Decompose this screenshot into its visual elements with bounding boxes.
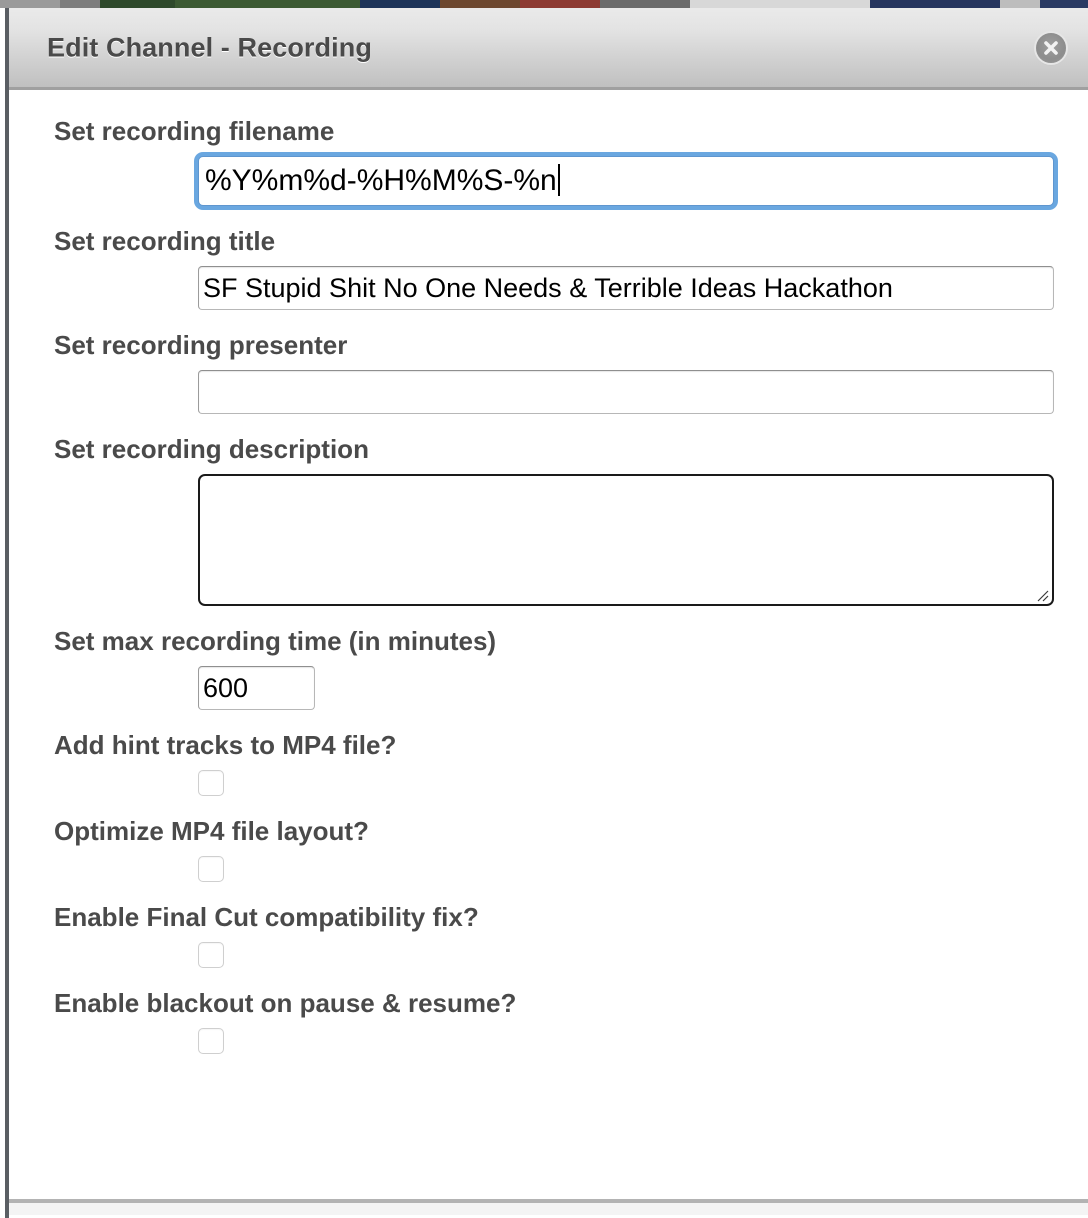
recording-settings-form: Set recording filename %Y%m%d-%H%M%S-%n … — [9, 90, 1088, 1215]
edit-channel-recording-dialog: Edit Channel - Recording Set recording f… — [5, 8, 1088, 1218]
label-recording-filename: Set recording filename — [54, 116, 335, 146]
label-optimize-mp4-layout: Optimize MP4 file layout? — [54, 816, 369, 846]
dialog-titlebar: Edit Channel - Recording — [9, 8, 1088, 90]
max-recording-time-input[interactable]: 600 — [198, 666, 315, 710]
recording-filename-value: %Y%m%d-%H%M%S-%n — [205, 164, 557, 197]
dialog-title: Edit Channel - Recording — [47, 32, 372, 62]
label-recording-description: Set recording description — [54, 434, 369, 464]
resize-grip-icon[interactable] — [1035, 588, 1049, 602]
label-recording-title: Set recording title — [54, 226, 276, 256]
page-backdrop — [0, 0, 1088, 8]
recording-presenter-input[interactable] — [198, 370, 1054, 414]
label-max-recording-time: Set max recording time (in minutes) — [54, 626, 497, 656]
recording-description-textarea[interactable] — [198, 474, 1054, 606]
label-recording-presenter: Set recording presenter — [54, 330, 348, 360]
recording-title-value: SF Stupid Shit No One Needs & Terrible I… — [203, 273, 893, 303]
label-final-cut-compatibility: Enable Final Cut compatibility fix? — [54, 902, 479, 932]
dialog-footer-divider — [9, 1199, 1088, 1215]
optimize-mp4-layout-checkbox[interactable] — [198, 856, 224, 882]
label-blackout-pause-resume: Enable blackout on pause & resume? — [54, 988, 517, 1018]
text-caret — [557, 164, 560, 196]
recording-title-input[interactable]: SF Stupid Shit No One Needs & Terrible I… — [198, 266, 1054, 310]
close-icon[interactable] — [1036, 32, 1066, 63]
recording-filename-input[interactable]: %Y%m%d-%H%M%S-%n — [198, 156, 1054, 206]
blackout-pause-resume-checkbox[interactable] — [198, 1028, 224, 1054]
add-hint-tracks-checkbox[interactable] — [198, 770, 224, 796]
label-add-hint-tracks: Add hint tracks to MP4 file? — [54, 730, 397, 760]
final-cut-compatibility-checkbox[interactable] — [198, 942, 224, 968]
max-recording-time-value: 600 — [203, 673, 249, 703]
